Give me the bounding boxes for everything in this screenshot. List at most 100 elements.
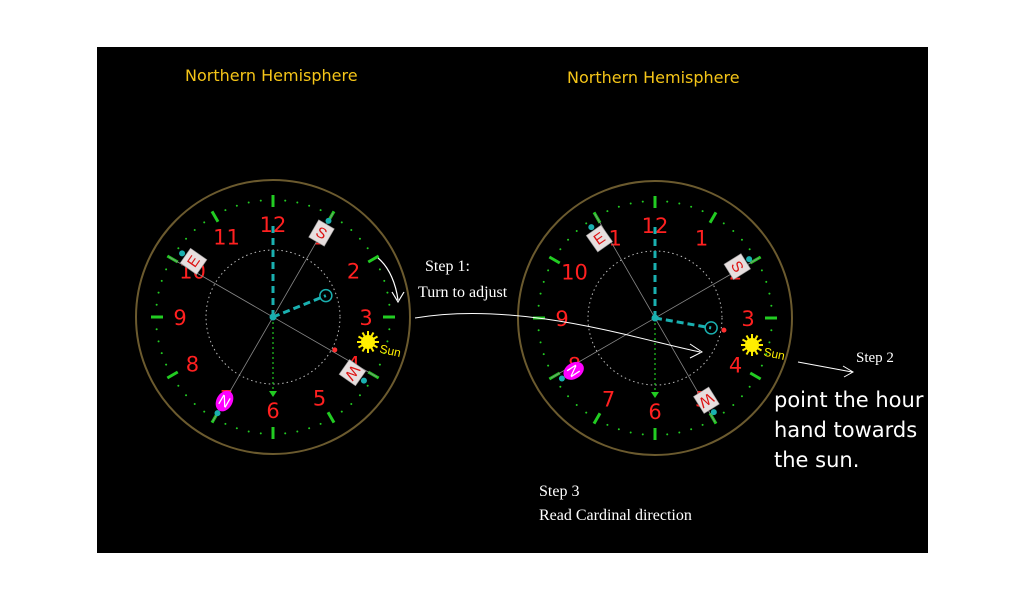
minute-dot [185,394,188,397]
right-hemisphere-label: Northern Hemisphere [567,68,740,87]
cardinal-n-badge [215,390,234,412]
minute-dot [722,411,725,414]
cardinal-n: N [215,390,234,412]
step2-line-3: the sun. [774,448,860,472]
step2-instructions: point the hour hand towards the sun. [774,385,934,475]
minute-dot [203,221,206,224]
minute-dot [768,341,771,344]
minute-dot [284,199,287,202]
minute-dot [760,269,763,272]
minute-dot [185,237,188,240]
clock-center [651,314,659,322]
minute-dot [203,410,206,413]
left-hemisphere-label: Northern Hemisphere [185,66,358,85]
right-clock-face[interactable]: 121234567891011ESWNSun [517,180,793,456]
minute-dot [383,279,386,282]
minute-dot [575,403,578,406]
cardinal-n: N [563,361,584,380]
hour-hand-knob [319,288,333,303]
minute-dot [319,209,322,212]
minute-dot [155,328,158,331]
minute-dot [760,364,763,367]
hour-tick [210,210,220,223]
needle-tip [721,327,727,333]
minute-dot [678,431,681,434]
minute-dot [765,280,768,283]
minute-dot [177,384,180,387]
step1-connector-arrowhead [689,343,703,359]
minute-dot [386,291,389,294]
minute-dot [770,329,773,332]
hour-tick [749,371,762,381]
clock-numeral: 6 [266,399,279,423]
minute-dot [378,268,381,271]
cardinal-s-pointer [746,256,753,263]
minute-dot [340,410,343,413]
cardinal-s: S [308,219,335,247]
curved-arrow-icon [377,257,399,301]
clock-numeral: 9 [173,306,186,330]
minute-dot [259,432,262,435]
minute-dot [193,402,196,405]
cardinal-w: W [338,359,367,387]
clock-numeral: 1 [695,226,708,250]
cardinal-s: S [723,253,751,280]
minute-dot [641,433,644,436]
minute-dot [247,430,250,433]
minute-dot [386,340,389,343]
cardinal-e-pointer [588,224,595,231]
minute-dot [690,428,693,431]
minute-dot [235,204,238,207]
minute-dot [740,238,743,241]
minute-dot [722,222,725,225]
minute-dot [378,363,381,366]
step2-title: Step 2 [856,350,894,366]
step2-line-2: hand towards [774,418,918,442]
minute-dot [567,395,570,398]
minute-dot [547,364,550,367]
minute-dot [388,328,391,331]
minute-dot [732,230,735,233]
minute-dot [366,247,369,250]
clock-numeral: 11 [213,225,240,249]
minute-dot [319,422,322,425]
minute-dot [732,403,735,406]
minute-dot [383,352,386,355]
clock-numeral: 6 [648,400,661,424]
minute-dot [559,248,562,251]
step3-text: Read Cardinal direction [539,507,692,524]
minute-dot [157,291,160,294]
cardinal-w-pointer [360,377,367,384]
minute-dot [235,427,238,430]
cardinal-e-badge [179,247,208,275]
step1-title: Step 1: [425,258,470,275]
cardinal-w-badge [693,386,720,414]
minute-dot [160,352,163,355]
minute-dot [740,395,743,398]
minute-dot [177,247,180,250]
cardinal-w: W [693,386,720,414]
clock-numeral: 9 [555,307,568,331]
minute-dot [388,303,391,306]
cardinal-n-pointer [214,410,221,417]
minute-dot [259,199,262,202]
sun-icon: Sun [357,331,402,360]
hour-tick [708,211,718,224]
six-guide-arrow [651,392,659,398]
minute-dot [542,280,545,283]
minute-dot [296,201,299,204]
minute-dot [629,202,632,205]
minute-dot [585,411,588,414]
minute-dot [770,304,773,307]
cardinal-s-pointer [325,217,332,224]
minute-dot [606,210,609,213]
left-clock-face[interactable]: 121234567891011ESWNSun [135,179,411,455]
minute-dot [247,201,250,204]
cardinal-s-badge [308,219,335,247]
cardinal-s-badge [723,253,751,280]
minute-dot [358,237,361,240]
minute-dot [165,268,168,271]
clock-numeral: 5 [313,387,326,411]
minute-dot [296,430,299,433]
needle-tip [332,347,338,353]
